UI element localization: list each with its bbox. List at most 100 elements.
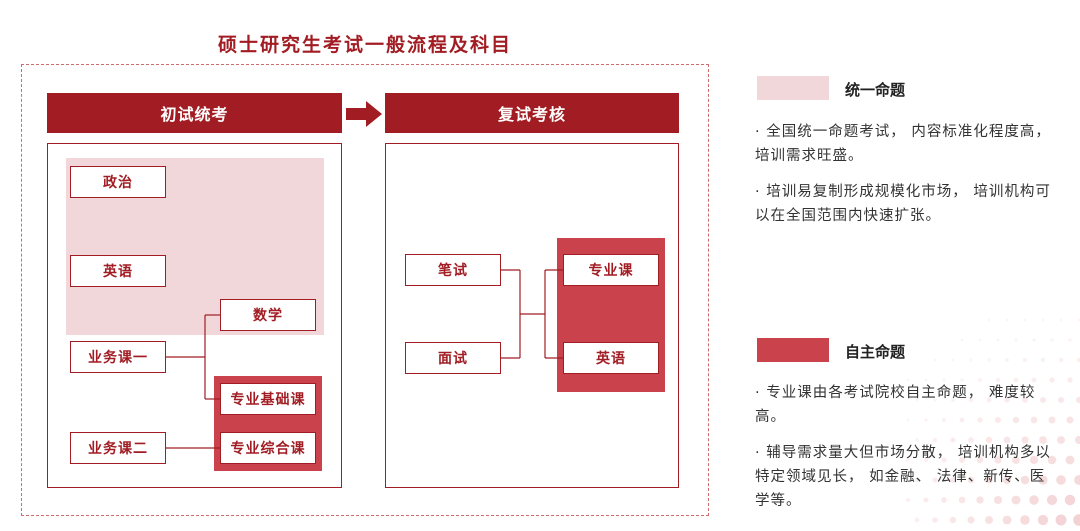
decorative-dot <box>915 398 919 402</box>
decorative-dot <box>1049 377 1055 383</box>
decorative-dot <box>976 456 984 464</box>
subject-course-two: 业务课二 <box>70 432 166 464</box>
decorative-dot <box>1067 377 1073 383</box>
decorative-dot <box>1032 338 1036 342</box>
decorative-dot <box>924 418 928 422</box>
decorative-dot <box>1012 416 1020 424</box>
decorative-dot <box>967 516 975 524</box>
decorative-dot <box>968 437 974 443</box>
decorative-dot <box>949 516 957 524</box>
decorative-dot <box>1002 475 1012 485</box>
decorative-dot <box>967 476 975 484</box>
decorative-dot <box>1020 475 1030 485</box>
decorative-dot <box>1065 455 1075 465</box>
stage-first-exam-header: 初试统考 <box>47 93 342 133</box>
subject-course-one: 业务课一 <box>70 341 166 373</box>
legend-autonomous-point-2: · 辅导需求量大但市场分散， 培训机构多以特定领域见长， 如金融、 法律、新传、… <box>755 445 1051 509</box>
decorative-dot <box>986 397 992 403</box>
decorative-dot <box>1073 514 1080 526</box>
decorative-dot <box>1046 494 1058 506</box>
decorative-dot <box>1076 357 1080 363</box>
assessment-written: 笔试 <box>405 254 501 286</box>
decorative-dot <box>1038 475 1048 485</box>
decorative-dot <box>1022 357 1028 363</box>
decorative-dot <box>923 457 929 463</box>
legend-unified-label: 统一命题 <box>845 81 906 99</box>
legend-unified-swatch <box>757 76 829 100</box>
decorative-dot <box>1066 416 1074 424</box>
decorative-dot <box>924 378 928 382</box>
decorative-dot <box>995 377 1001 383</box>
decorative-dot <box>950 437 956 443</box>
decorative-dot <box>906 458 910 462</box>
decorative-dot <box>958 496 966 504</box>
decorative-dot <box>1004 397 1010 403</box>
decorative-dot <box>1029 495 1039 505</box>
decorative-dot <box>985 436 993 444</box>
decorative-dot <box>933 358 937 362</box>
decorative-dot <box>1074 475 1080 485</box>
decorative-dot <box>1058 357 1064 363</box>
decorative-dot <box>932 437 938 443</box>
decorative-dot <box>923 497 929 503</box>
decorative-dot <box>985 476 993 484</box>
decorative-dot <box>1075 396 1080 404</box>
decorative-dot <box>950 477 956 483</box>
subject-math: 数学 <box>220 299 316 331</box>
decorative-dot <box>1020 515 1030 525</box>
decorative-dot <box>1012 456 1020 464</box>
decorative-dot <box>932 517 938 523</box>
decorative-dot <box>1068 338 1072 342</box>
legend-unified-point-1: · 全国统一命题考试， 内容标准化程度高， 培训需求旺盛。 <box>755 124 1051 164</box>
decorative-dot-pattern <box>905 318 1080 526</box>
decorative-dot <box>906 378 910 382</box>
decorative-dot <box>987 358 991 362</box>
assessment-interview: 面试 <box>405 342 501 374</box>
decorative-dot <box>1077 318 1080 322</box>
legend-autonomous-label: 自主命题 <box>845 343 906 361</box>
decorative-dot <box>941 497 947 503</box>
decorative-dot <box>1056 475 1066 485</box>
legend-autonomous-swatch <box>757 338 829 362</box>
diagram-frame <box>21 64 709 516</box>
decorative-dot <box>960 378 964 382</box>
assessment-english: 英语 <box>563 342 659 374</box>
subject-major-comprehensive: 专业综合课 <box>220 432 316 464</box>
decorative-dot <box>994 456 1002 464</box>
decorative-dot <box>914 477 920 483</box>
decorative-dot <box>959 417 965 423</box>
decorative-dot <box>933 398 937 402</box>
decorative-dot <box>915 438 919 442</box>
decorative-dot <box>1040 357 1046 363</box>
decorative-dot <box>978 338 982 342</box>
decorative-dot <box>1048 416 1056 424</box>
decorative-dot <box>1037 514 1049 526</box>
decorative-dot <box>1064 494 1076 506</box>
decorative-dot <box>1021 436 1029 444</box>
decorative-dot <box>978 378 982 382</box>
diagram-title: 硕士研究生考试一般流程及科目 <box>217 34 512 56</box>
decorative-dot <box>1022 397 1028 403</box>
decorative-dot <box>1040 397 1046 403</box>
decorative-dot <box>1003 436 1011 444</box>
decorative-dot <box>969 358 973 362</box>
decorative-dot <box>906 418 910 422</box>
decorative-dot <box>1041 318 1045 322</box>
decorative-dot <box>995 417 1001 423</box>
decorative-dot <box>1005 358 1009 362</box>
stage-second-exam-header: 复试考核 <box>385 93 679 133</box>
assessment-major-course: 专业课 <box>563 254 659 286</box>
decorative-dot <box>960 338 964 342</box>
subject-politics: 政治 <box>70 166 166 198</box>
decorative-dot <box>1031 377 1037 383</box>
decorative-dot <box>977 417 983 423</box>
decorative-dot <box>1059 318 1063 322</box>
decorative-dot <box>1039 436 1047 444</box>
decorative-dot <box>1057 436 1065 444</box>
decorative-dot <box>1075 436 1080 444</box>
arrow-right-icon <box>346 101 382 127</box>
decorative-dot <box>914 517 920 523</box>
decorative-dot <box>1023 318 1027 322</box>
decorative-dot <box>959 457 965 463</box>
